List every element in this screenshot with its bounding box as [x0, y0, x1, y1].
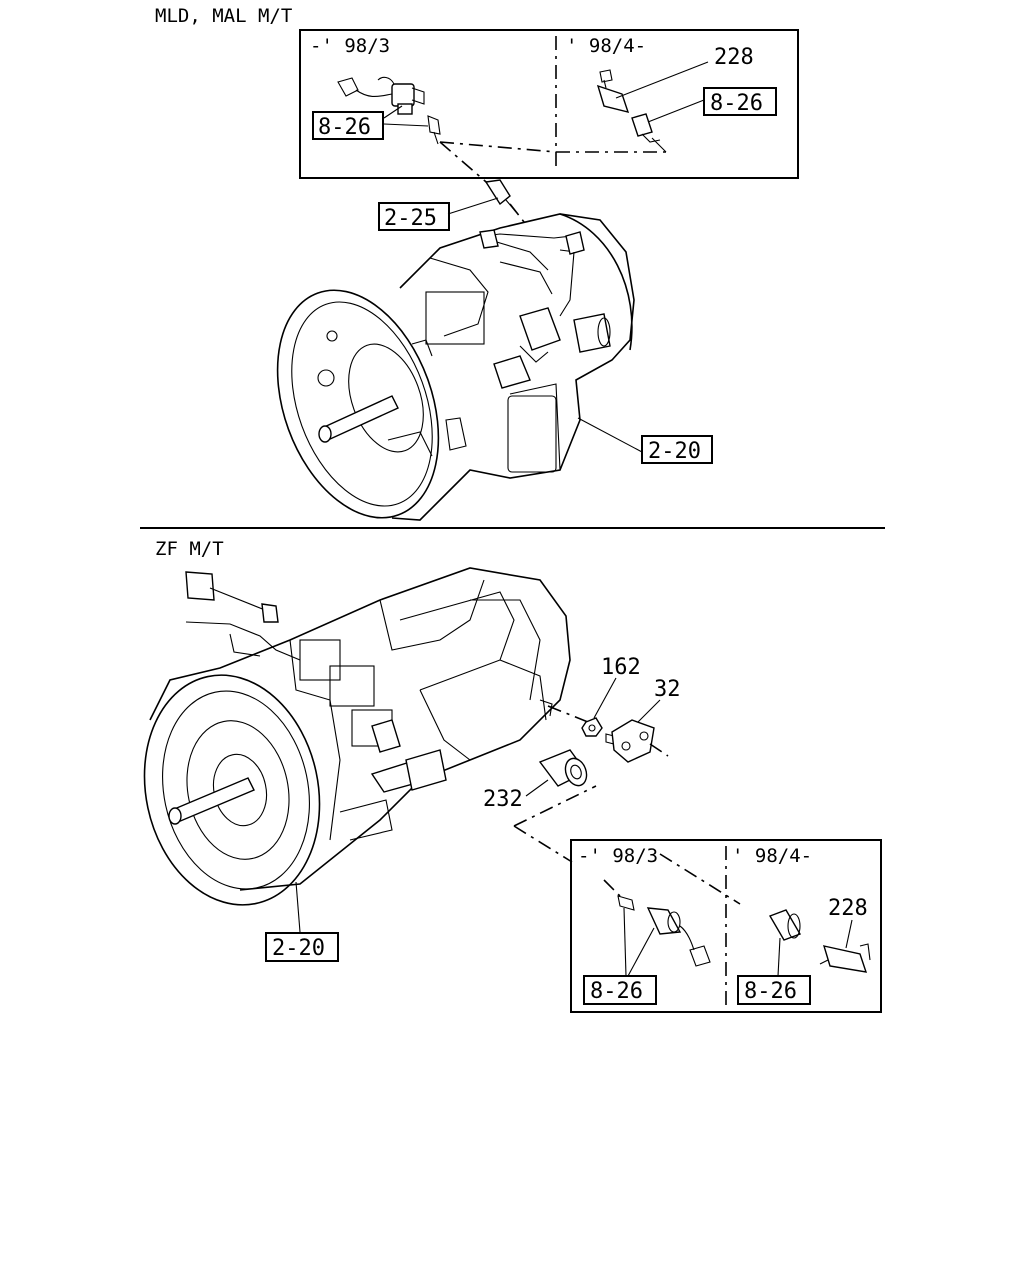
- resistor-228-top: [596, 69, 630, 113]
- transmission-mld-mal: [276, 213, 635, 521]
- bottom-callout-8-26-right-box: [737, 975, 811, 1005]
- top-callout-2-20: 2-20: [648, 439, 701, 464]
- bottom-inset-left-period: -' 98/3: [578, 845, 658, 867]
- bottom-callout-232: 232: [483, 787, 523, 812]
- bottom-callout-8-26-right: 8-26: [744, 979, 797, 1004]
- pressure-switch-right-top: [631, 113, 661, 143]
- top-callout-2-20-box: [641, 435, 713, 464]
- bottom-leader-2-20: [295, 881, 301, 933]
- section-title-zf: ZF M/T: [155, 538, 224, 560]
- pressure-switch-small: [427, 115, 441, 145]
- bottom-leader-dash-d: [513, 825, 573, 863]
- bottom-callout-162: 162: [601, 655, 641, 680]
- top-inset-left-period: -' 98/3: [310, 35, 390, 57]
- bottom-leader-dash-c: [513, 785, 597, 827]
- bottom-inset-right-period: ' 98/4-: [732, 845, 812, 867]
- bottom-leader-dash-a: [547, 705, 599, 727]
- bottom-callout-32: 32: [654, 677, 681, 702]
- bottom-leader-dash-b: [649, 743, 669, 757]
- pressure-switch-small-bottom: [617, 895, 635, 911]
- top-inset-right-period: ' 98/4-: [566, 35, 646, 57]
- section-title-mld-mal: MLD, MAL M/T: [155, 5, 292, 27]
- bottom-callout-2-20: 2-20: [272, 936, 325, 961]
- bracket-32: [605, 719, 655, 763]
- top-callout-8-26-left-box: [312, 111, 384, 140]
- transmission-zf: [143, 567, 571, 906]
- bottom-callout-228: 228: [828, 896, 868, 921]
- pressure-switch-with-harness: [337, 76, 425, 115]
- sensor-232: [538, 749, 588, 787]
- pressure-switch-harness-bottom: [646, 907, 711, 967]
- top-callout-2-25: 2-25: [384, 206, 437, 231]
- top-leader-2-20: [577, 417, 643, 453]
- top-callout-8-26-right: 8-26: [710, 91, 763, 116]
- bottom-callout-8-26-left-box: [583, 975, 657, 1005]
- bottom-callout-2-20-box: [265, 932, 339, 962]
- top-callout-228: 228: [714, 45, 754, 70]
- top-callout-8-26-right-box: [703, 87, 777, 116]
- bottom-callout-8-26-left: 8-26: [590, 979, 643, 1004]
- resistor-228-bottom: [819, 943, 871, 973]
- bottom-inset-box: -' 98/3 ' 98/4- 8-26 8-26 228: [570, 839, 882, 1013]
- top-callout-2-25-box: [378, 202, 450, 231]
- nut-162: [581, 717, 603, 737]
- top-callout-8-26-left: 8-26: [318, 115, 371, 140]
- top-inset-box: -' 98/3 ' 98/4- 8-26 228: [299, 29, 799, 179]
- pressure-switch-right-bottom: [768, 909, 802, 941]
